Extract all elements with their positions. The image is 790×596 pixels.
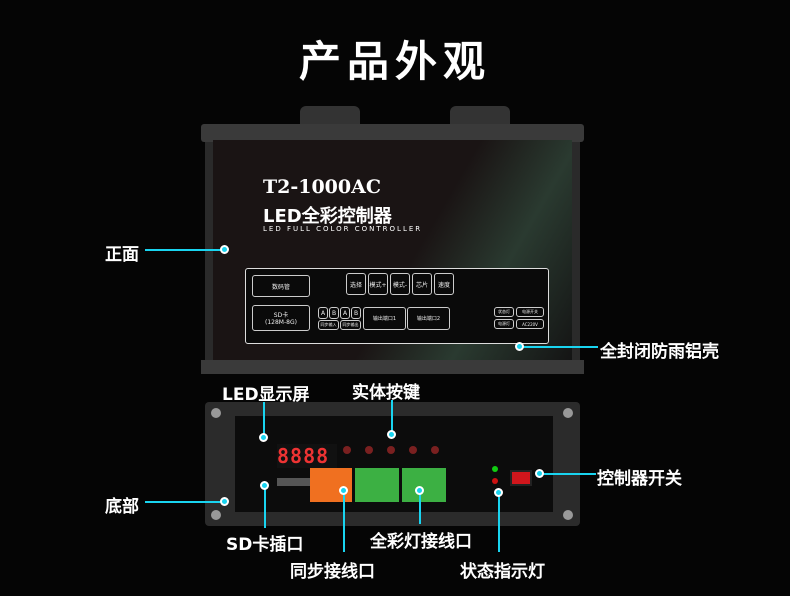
sync-out-label: 同步输出 — [340, 320, 361, 330]
output-terminal-2 — [402, 468, 446, 502]
key-chip: 芯片 — [412, 273, 432, 295]
port1-label: 输出端口1 — [363, 307, 406, 330]
b-label: B — [329, 307, 339, 319]
label-bottom: 底部 — [105, 497, 139, 517]
power-switch-label: 电源开关 — [516, 307, 544, 317]
b-label: B — [351, 307, 361, 319]
product-name-en: LED FULL COLOR CONTROLLER — [263, 225, 423, 233]
sync-terminal — [310, 468, 352, 502]
label-led-display: LED显示屏 — [222, 385, 310, 405]
sd-slot — [277, 478, 333, 486]
key-mode-plus: 模式+ — [368, 273, 388, 295]
output-terminal-1 — [355, 468, 399, 502]
port2-label: 输出端口2 — [407, 307, 450, 330]
page-title: 产品外观 — [298, 37, 491, 86]
sd-range: (128M-8G) — [265, 319, 297, 326]
voltage-label: AC220V — [516, 319, 544, 329]
status-led-green — [492, 466, 498, 472]
control-panel: 数码管 SD卡(128M-8G) 选择 模式+ 模式- 芯片 速度 A B A … — [245, 268, 549, 344]
sd-text: SD卡 — [273, 312, 289, 319]
label-sync-port: 同步接线口 — [290, 562, 375, 582]
status-led-red — [492, 478, 498, 484]
product-name-cn: LED全彩控制器 — [263, 206, 392, 227]
sync-in-label: 同步输入 — [318, 320, 339, 330]
label-enclosure: 全封闭防雨铝壳 — [600, 342, 719, 362]
device-front: T2-1000AC LED全彩控制器 LED FULL COLOR CONTRO… — [201, 106, 584, 374]
label-status: 状态指示灯 — [460, 562, 545, 582]
key-mode-minus: 模式- — [390, 273, 410, 295]
device-bottom: 8888 — [205, 402, 580, 526]
model-name: T2-1000AC — [263, 176, 381, 198]
label-front: 正面 — [105, 245, 139, 265]
label-switch: 控制器开关 — [597, 469, 682, 489]
digit-tube-label: 数码管 — [252, 275, 310, 297]
power-led-label: 电源灯 — [494, 319, 514, 329]
segment-display: 8888 — [277, 444, 337, 468]
sd-card-label: SD卡(128M-8G) — [252, 305, 310, 331]
key-select: 选择 — [346, 273, 366, 295]
label-keys: 实体按键 — [352, 383, 420, 403]
a-label: A — [340, 307, 350, 319]
label-output-port: 全彩灯接线口 — [370, 532, 472, 552]
key-speed: 速度 — [434, 273, 454, 295]
status-led-label: 状态灯 — [494, 307, 514, 317]
label-sd-slot: SD卡插口 — [226, 535, 304, 555]
a-label: A — [318, 307, 328, 319]
power-switch[interactable] — [510, 470, 532, 486]
